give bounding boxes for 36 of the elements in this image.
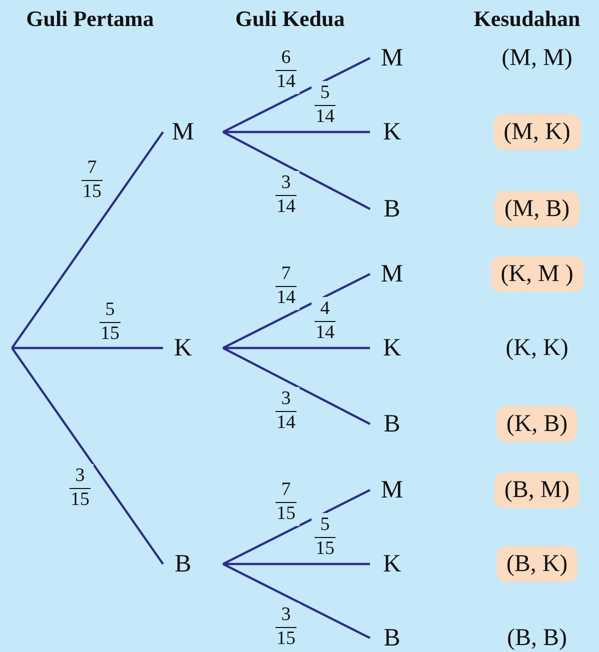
branch-line	[12, 346, 163, 350]
branch-line	[222, 489, 370, 565]
branch-outcome: M	[380, 478, 404, 502]
highlighted-outcome: (K, M )	[490, 256, 584, 292]
branch-line	[223, 130, 370, 134]
column-heading: Guli Pertama	[26, 6, 154, 32]
column-heading: Kesudahan	[474, 6, 580, 32]
branch-line	[223, 346, 370, 350]
branch-outcome: K	[382, 336, 402, 360]
branch-line	[222, 57, 370, 133]
highlighted-outcome: (M, B)	[494, 191, 580, 227]
branch-outcome: M	[172, 120, 194, 144]
branch-outcome: M	[380, 262, 404, 286]
branch-outcome: B	[384, 626, 400, 650]
branch-line	[11, 347, 164, 565]
highlighted-outcome: (K, B)	[496, 406, 578, 442]
branch-outcome: K	[174, 336, 192, 360]
highlighted-outcome: (B, K)	[496, 546, 578, 582]
outcome-text: (M, M)	[492, 40, 582, 76]
outcome-text: (K, K)	[496, 330, 578, 366]
branch-outcome: B	[384, 196, 400, 222]
branch-outcome: K	[382, 552, 402, 576]
branch-outcome: B	[384, 412, 400, 436]
branch-line	[222, 563, 370, 639]
outcome-text: (B, B)	[497, 620, 577, 652]
branch-line	[222, 273, 370, 349]
branch-outcome: M	[380, 46, 404, 70]
branch-outcome: B	[174, 552, 192, 576]
branch-line	[11, 131, 164, 349]
branch-line	[222, 131, 371, 210]
branch-outcome: K	[382, 120, 402, 144]
branch-line	[223, 562, 370, 566]
branch-line	[222, 347, 370, 425]
highlighted-outcome: (M, K)	[494, 114, 580, 150]
column-heading: Guli Kedua	[235, 6, 345, 32]
highlighted-outcome: (B, M)	[494, 472, 580, 508]
